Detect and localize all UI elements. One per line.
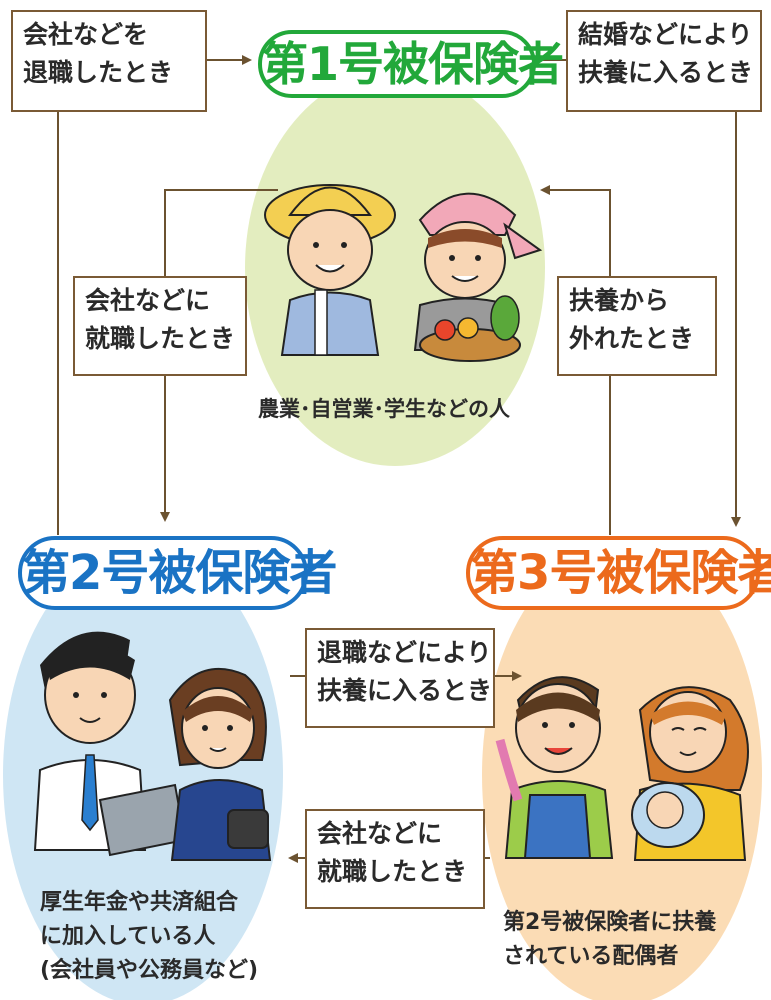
caption-line: されている配偶者 — [503, 944, 679, 969]
first-insured-caption: 農業･自営業･学生などの人 — [258, 392, 510, 426]
third-insured-area — [482, 545, 762, 1000]
caption-line: 農業･自営業･学生などの人 — [258, 397, 510, 421]
transition-line: 就職したとき — [85, 324, 236, 353]
transition-line: 結婚などにより — [578, 20, 753, 49]
caption-line: (会社員や公務員など) — [40, 958, 259, 983]
transition-first-employed-to-second: 会社などに 就職したとき — [73, 276, 247, 376]
second-insured-caption: 厚生年金や共済組合 に加入している人 (会社員や公務員など) — [40, 886, 258, 988]
arrow-first-to-second — [160, 189, 278, 522]
transition-line: 扶養から — [569, 286, 670, 315]
arrow-third-to-first — [540, 185, 611, 535]
office-worker-man-illustration — [33, 631, 187, 857]
transition-third-employed-to-second: 会社などに 就職したとき — [305, 809, 485, 909]
transition-line: 退職したとき — [23, 58, 174, 87]
caption-line: 厚生年金や共済組合 — [40, 890, 239, 915]
transition-leave-dependency-to-first: 扶養から 外れたとき — [557, 276, 717, 376]
third-insured-caption: 第2号被保険者に扶養 されている配偶者 — [503, 906, 716, 974]
third-insured-title: 第3号被保険者 — [466, 536, 771, 610]
office-worker-woman-illustration — [168, 667, 272, 861]
second-insured-title: 第2号被保険者 — [18, 536, 337, 610]
father-illustration — [495, 676, 614, 859]
transition-line: 会社などを — [23, 20, 149, 49]
first-insured-area — [245, 70, 545, 466]
transition-line: 就職したとき — [317, 857, 468, 886]
first-insured-title: 第1号被保険者 — [258, 30, 564, 98]
transition-marry-to-third: 結婚などにより 扶養に入るとき — [566, 10, 762, 112]
transition-line: 会社などに — [85, 286, 211, 315]
transition-retire-to-first: 会社などを 退職したとき — [11, 10, 207, 112]
caption-line: 第2号被保険者に扶養 — [503, 910, 717, 935]
transition-line: 扶養に入るとき — [578, 58, 754, 87]
farmer-woman-illustration — [413, 192, 543, 362]
transition-line: 外れたとき — [569, 324, 695, 353]
transition-second-retire-to-third: 退職などにより 扶養に入るとき — [305, 628, 495, 728]
farmer-man-illustration — [264, 184, 396, 356]
transition-line: 扶養に入るとき — [317, 676, 493, 705]
caption-line: に加入している人 — [40, 924, 216, 949]
transition-line: 退職などにより — [317, 638, 492, 667]
transition-line: 会社などに — [317, 819, 443, 848]
mother-with-baby-illustration — [631, 686, 749, 861]
